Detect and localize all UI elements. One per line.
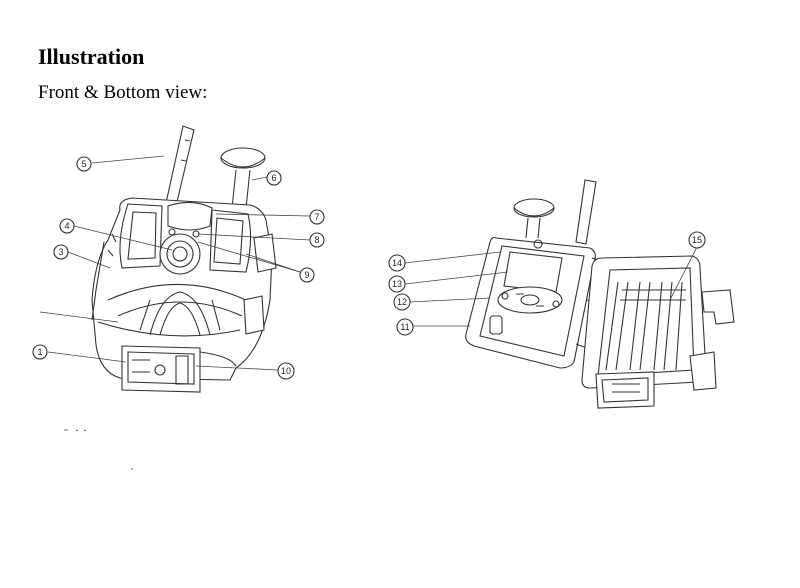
callout-1-label: 1	[37, 347, 42, 357]
front-view-drawing	[91, 125, 277, 393]
callout-3-label: 3	[58, 247, 63, 257]
callout-5: 5	[76, 156, 92, 172]
callout-8: 8	[309, 232, 325, 248]
callout-15: 15	[688, 231, 706, 249]
front-callout-lines	[39, 155, 311, 371]
callout-8-label: 8	[314, 235, 319, 245]
callout-15-label: 15	[692, 235, 702, 245]
callout-7-label: 7	[314, 212, 319, 222]
callout-13: 13	[388, 275, 406, 293]
callout-3: 3	[53, 244, 69, 260]
callout-5-label: 5	[81, 159, 86, 169]
callout-10: 10	[277, 362, 295, 380]
bottom-callout-lines	[404, 246, 698, 327]
page-title: Illustration	[38, 44, 145, 69]
callout-12: 12	[393, 293, 411, 311]
page-subtitle: Front & Bottom view:	[38, 82, 208, 103]
callout-14-label: 14	[392, 258, 402, 268]
callout-6-label: 6	[271, 173, 276, 183]
stray-marks	[64, 429, 133, 470]
callout-11-label: 11	[400, 322, 409, 332]
callout-12-label: 12	[397, 297, 407, 307]
callout-10-label: 10	[281, 366, 291, 376]
callout-9: 9	[299, 267, 315, 283]
bottom-view-drawing	[465, 179, 735, 409]
callout-14: 14	[388, 254, 406, 272]
callout-9-label: 9	[304, 270, 309, 280]
callout-1: 1	[32, 344, 48, 360]
callout-4-label: 4	[64, 221, 69, 231]
callout-6: 6	[266, 170, 282, 186]
callout-4: 4	[59, 218, 75, 234]
callout-13-label: 13	[392, 279, 402, 289]
callout-7: 7	[309, 209, 325, 225]
callout-11: 11	[396, 318, 414, 336]
